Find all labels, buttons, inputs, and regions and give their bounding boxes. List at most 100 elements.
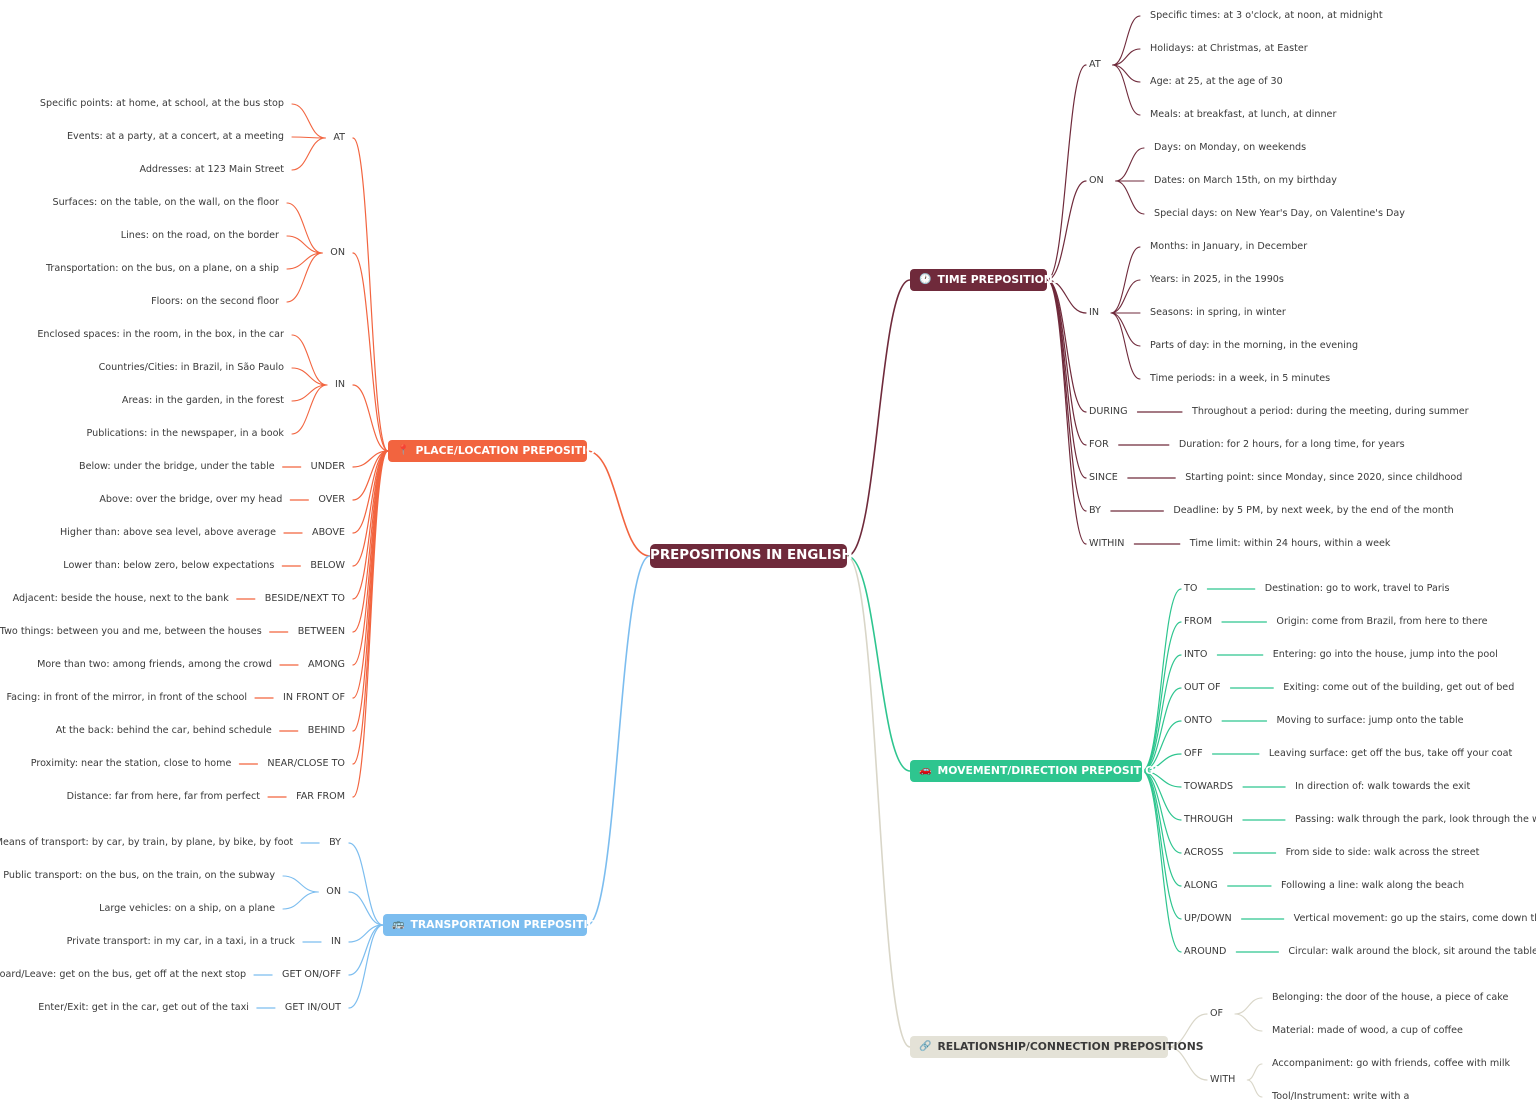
root-topic[interactable]: PREPOSITIONS IN ENGLISH	[650, 544, 853, 568]
group-label[interactable]: FOR	[1089, 439, 1109, 450]
leaf-item[interactable]: Meals: at breakfast, at lunch, at dinner	[1150, 109, 1337, 120]
leaf-item[interactable]: More than two: among friends, among the …	[37, 659, 272, 670]
leaf-item[interactable]: Holidays: at Christmas, at Easter	[1150, 43, 1308, 54]
group-label[interactable]: ON	[330, 247, 345, 258]
leaf-item[interactable]: Specific points: at home, at school, at …	[39, 98, 284, 109]
group-label[interactable]: SINCE	[1089, 472, 1118, 483]
group-label[interactable]: UP/DOWN	[1184, 913, 1232, 924]
group-label[interactable]: WITHIN	[1089, 538, 1125, 549]
leaf-item[interactable]: Surfaces: on the table, on the wall, on …	[52, 197, 280, 208]
leaf-item[interactable]: Material: made of wood, a cup of coffee	[1272, 1025, 1463, 1036]
leaf-item[interactable]: Countries/Cities: in Brazil, in São Paul…	[98, 362, 284, 373]
group-label[interactable]: UNDER	[310, 461, 345, 472]
leaf-item[interactable]: Specific times: at 3 o'clock, at noon, a…	[1150, 10, 1383, 21]
group-label[interactable]: OF	[1210, 1008, 1224, 1019]
leaf-item[interactable]: Floors: on the second floor	[151, 296, 279, 307]
group-label[interactable]: TOWARDS	[1184, 781, 1234, 792]
leaf-item[interactable]: In direction of: walk towards the exit	[1295, 781, 1471, 792]
leaf-item[interactable]: Special days: on New Year's Day, on Vale…	[1154, 208, 1405, 219]
leaf-item[interactable]: Belonging: the door of the house, a piec…	[1272, 992, 1509, 1003]
group-label[interactable]: OVER	[318, 494, 345, 505]
group-label[interactable]: ACROSS	[1184, 847, 1224, 858]
group-label[interactable]: ABOVE	[312, 527, 345, 538]
group-label[interactable]: IN	[330, 936, 341, 947]
leaf-item[interactable]: Exiting: come out of the building, get o…	[1283, 682, 1515, 693]
group-label[interactable]: BETWEEN	[297, 626, 345, 637]
group-label[interactable]: ALONG	[1184, 880, 1218, 891]
group-label[interactable]: IN	[334, 379, 345, 390]
leaf-item[interactable]: Events: at a party, at a concert, at a m…	[66, 131, 284, 142]
group-label[interactable]: IN	[1089, 307, 1100, 318]
leaf-item[interactable]: Above: over the bridge, over my head	[99, 494, 283, 505]
leaf-item[interactable]: Time periods: in a week, in 5 minutes	[1150, 373, 1331, 384]
leaf-item[interactable]: Private transport: in my car, in a taxi,…	[66, 936, 295, 947]
leaf-item[interactable]: Dates: on March 15th, on my birthday	[1154, 175, 1337, 186]
leaf-item[interactable]: Lower than: below zero, below expectatio…	[63, 560, 275, 571]
group-label[interactable]: ON	[326, 886, 341, 897]
leaf-item[interactable]: Throughout a period: during the meeting,…	[1191, 406, 1469, 417]
leaf-item[interactable]: Origin: come from Brazil, from here to t…	[1276, 616, 1488, 627]
leaf-item[interactable]: Leaving surface: get off the bus, take o…	[1268, 748, 1513, 759]
group-label[interactable]: OFF	[1184, 748, 1203, 759]
group-label[interactable]: DURING	[1089, 406, 1128, 417]
group-label[interactable]: FROM	[1184, 616, 1213, 627]
leaf-item[interactable]: Entering: go into the house, jump into t…	[1272, 649, 1498, 660]
leaf-item[interactable]: Higher than: above sea level, above aver…	[60, 527, 277, 538]
leaf-item[interactable]: Facing: in front of the mirror, in front…	[6, 692, 248, 703]
leaf-item[interactable]: Years: in 2025, in the 1990s	[1150, 274, 1284, 285]
leaf-item[interactable]: Areas: in the garden, in the forest	[121, 395, 284, 406]
group-label[interactable]: WITH	[1210, 1074, 1236, 1085]
leaf-item[interactable]: Enter/Exit: get in the car, get out of t…	[38, 1002, 249, 1013]
group-label[interactable]: AROUND	[1184, 946, 1227, 957]
leaf-item[interactable]: Public transport: on the bus, on the tra…	[3, 870, 275, 881]
leaf-item[interactable]: Board/Leave: get on the bus, get off at …	[0, 969, 247, 980]
leaf-item[interactable]: Lines: on the road, on the border	[120, 230, 279, 241]
group-label[interactable]: AT	[333, 132, 345, 143]
leaf-item[interactable]: Days: on Monday, on weekends	[1154, 142, 1307, 153]
leaf-item[interactable]: Transportation: on the bus, on a plane, …	[45, 263, 279, 274]
leaf-item[interactable]: Following a line: walk along the beach	[1280, 880, 1465, 891]
leaf-item[interactable]: Tool/Instrument: write with a	[1272, 1091, 1410, 1102]
branch-place[interactable]: 📍PLACE/LOCATION PREPOSITIONS	[388, 440, 612, 462]
leaf-item[interactable]: Adjacent: beside the house, next to the …	[12, 593, 229, 604]
leaf-item[interactable]: Circular: walk around the block, sit aro…	[1288, 946, 1536, 957]
leaf-item[interactable]: Age: at 25, at the age of 30	[1150, 76, 1283, 87]
leaf-item[interactable]: Means of transport: by car, by train, by…	[0, 837, 294, 848]
leaf-item[interactable]: Passing: walk through the park, look thr…	[1294, 814, 1536, 825]
group-label[interactable]: NEAR/CLOSE TO	[267, 758, 345, 769]
branch-relationship[interactable]: 🔗RELATIONSHIP/CONNECTION PREPOSITIONS	[910, 1036, 1204, 1058]
leaf-item[interactable]: At the back: behind the car, behind sche…	[55, 725, 272, 736]
leaf-item[interactable]: Moving to surface: jump onto the table	[1276, 715, 1464, 726]
group-label[interactable]: AMONG	[307, 659, 345, 670]
leaf-item[interactable]: Duration: for 2 hours, for a long time, …	[1178, 439, 1405, 450]
leaf-item[interactable]: Months: in January, in December	[1150, 241, 1308, 252]
leaf-item[interactable]: Publications: in the newspaper, in a boo…	[86, 428, 284, 439]
leaf-item[interactable]: Parts of day: in the morning, in the eve…	[1150, 340, 1359, 351]
leaf-item[interactable]: Deadline: by 5 PM, by next week, by the …	[1173, 505, 1454, 516]
leaf-item[interactable]: From side to side: walk across the stree…	[1285, 847, 1480, 858]
group-label[interactable]: INTO	[1184, 649, 1208, 660]
group-label[interactable]: BESIDE/NEXT TO	[264, 593, 345, 604]
group-label[interactable]: AT	[1089, 59, 1101, 70]
group-label[interactable]: TO	[1184, 583, 1198, 594]
group-label[interactable]: GET ON/OFF	[282, 969, 341, 980]
group-label[interactable]: BY	[329, 837, 341, 848]
group-label[interactable]: FAR FROM	[296, 791, 345, 802]
leaf-item[interactable]: Destination: go to work, travel to Paris	[1264, 583, 1450, 594]
leaf-item[interactable]: Seasons: in spring, in winter	[1150, 307, 1286, 318]
group-label[interactable]: ON	[1089, 175, 1104, 186]
leaf-item[interactable]: Starting point: since Monday, since 2020…	[1185, 472, 1463, 483]
branch-transport[interactable]: 🚌TRANSPORTATION PREPOSITIONS	[383, 914, 613, 936]
group-label[interactable]: IN FRONT OF	[283, 692, 345, 703]
leaf-item[interactable]: Enclosed spaces: in the room, in the box…	[37, 329, 284, 340]
leaf-item[interactable]: Two things: between you and me, between …	[0, 626, 262, 637]
branch-movement[interactable]: 🚗MOVEMENT/DIRECTION PREPOSITIONS	[910, 760, 1171, 782]
group-label[interactable]: ONTO	[1184, 715, 1213, 726]
leaf-item[interactable]: Below: under the bridge, under the table	[79, 461, 275, 472]
leaf-item[interactable]: Accompaniment: go with friends, coffee w…	[1272, 1058, 1511, 1069]
group-label[interactable]: BEHIND	[307, 725, 345, 736]
leaf-item[interactable]: Large vehicles: on a ship, on a plane	[99, 903, 275, 914]
leaf-item[interactable]: Addresses: at 123 Main Street	[139, 164, 284, 175]
leaf-item[interactable]: Proximity: near the station, close to ho…	[30, 758, 232, 769]
leaf-item[interactable]: Time limit: within 24 hours, within a we…	[1189, 538, 1391, 549]
